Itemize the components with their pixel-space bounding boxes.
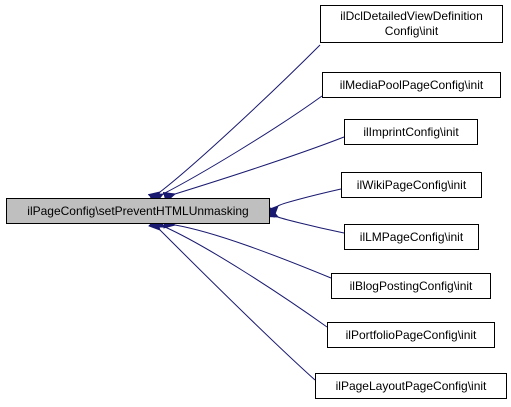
- caller-node-dcl-detailed-view[interactable]: ilDclDetailedViewDefinition Config\init: [320, 5, 503, 43]
- caller-node-imprint[interactable]: ilImprintConfig\init: [344, 119, 478, 145]
- caller-node-page-layout-page[interactable]: ilPageLayoutPageConfig\init: [315, 373, 507, 399]
- caller-node-wiki-page[interactable]: ilWikiPageConfig\init: [341, 172, 482, 198]
- caller-node-blog-posting[interactable]: ilBlogPostingConfig\init: [331, 273, 491, 299]
- root-function-label: ilPageConfig\setPreventHTMLUnmasking: [27, 203, 249, 218]
- caller-label: ilImprintConfig\init: [363, 124, 459, 139]
- caller-node-lm-page[interactable]: ilLMPageConfig\init: [344, 224, 479, 250]
- caller-label: ilWikiPageConfig\init: [356, 177, 467, 192]
- caller-label: ilLMPageConfig\init: [359, 229, 464, 244]
- edge-page-layout-page-to-root: [160, 230, 316, 381]
- caller-label: ilPortfolioPageConfig\init: [345, 327, 477, 342]
- caller-node-media-pool[interactable]: ilMediaPoolPageConfig\init: [322, 72, 501, 98]
- caller-label: ilBlogPostingConfig\init: [349, 278, 473, 293]
- caller-label-line2: Config\init: [384, 24, 439, 38]
- edge-dcl-detailed-view-to-root: [160, 44, 321, 192]
- edge-media-pool-to-root: [163, 95, 323, 194]
- caller-label: ilPageLayoutPageConfig\init: [335, 378, 487, 393]
- caller-node-portfolio-page[interactable]: ilPortfolioPageConfig\init: [327, 322, 495, 348]
- edge-imprint-to-root: [175, 136, 345, 194]
- caller-label: ilMediaPoolPageConfig\init: [339, 77, 484, 92]
- edge-lm-page-to-root: [278, 217, 345, 234]
- edge-blog-posting-to-root: [175, 225, 332, 279]
- edge-portfolio-page-to-root: [165, 227, 328, 328]
- root-function-node[interactable]: ilPageConfig\setPreventHTMLUnmasking: [6, 198, 270, 224]
- edge-wiki-page-to-root: [278, 188, 342, 206]
- caller-label-line1: ilDclDetailedViewDefinition: [340, 9, 483, 23]
